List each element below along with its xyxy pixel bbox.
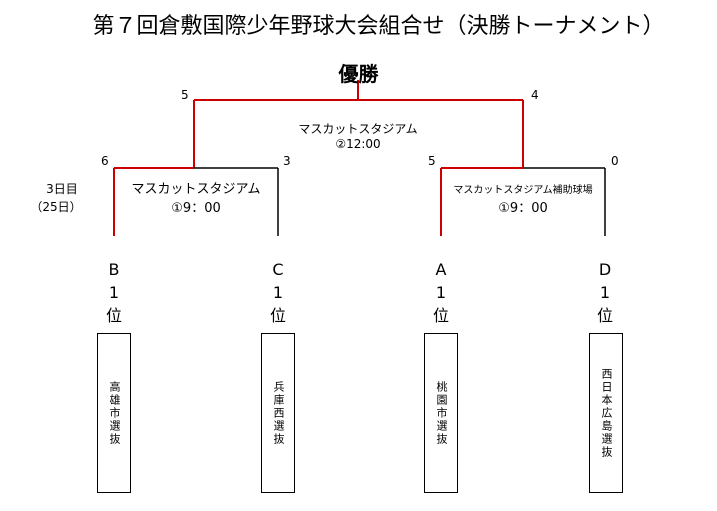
team-name: 西日本広島選抜 — [600, 367, 613, 459]
team-rank-unit: 位 — [596, 306, 613, 325]
team-group: D — [598, 260, 612, 279]
team-name: 高雄市選抜 — [108, 380, 121, 446]
team-name: 桃園市選抜 — [435, 380, 448, 446]
team-box-a: 桃園市選抜 — [424, 333, 458, 493]
team-rank: 1 — [272, 283, 284, 302]
day-date: （25日） — [30, 200, 82, 214]
loser-paths — [194, 167, 606, 236]
champion-label: 優勝 — [338, 62, 379, 86]
team-rank-unit: 位 — [105, 306, 122, 325]
semi-right-venue: マスカットスタジアム補助球場 — [453, 185, 593, 196]
team-name: 兵庫西選抜 — [272, 380, 285, 446]
final-score-left: 5 — [181, 88, 189, 102]
team-position-d: D 1 位 — [585, 258, 625, 327]
team-rank: 1 — [435, 283, 447, 302]
team-box-c: 兵庫西選抜 — [261, 333, 295, 493]
team-rank: 1 — [108, 283, 120, 302]
team-position-b: B 1 位 — [94, 258, 134, 327]
team-rank-unit: 位 — [269, 306, 286, 325]
semi-right-score-left: 5 — [428, 154, 436, 168]
final-time: ②12:00 — [335, 137, 381, 151]
page-title: 第７回倉敷国際少年野球大会組合せ（決勝トーナメント） — [92, 14, 665, 39]
team-rank: 1 — [599, 283, 611, 302]
final-venue: マスカットスタジアム — [298, 122, 418, 136]
semi-right-time: ①9：00 — [498, 201, 548, 216]
team-group: C — [272, 260, 284, 279]
semi-left-time: ①9：00 — [171, 201, 221, 216]
team-box-b: 高雄市選抜 — [97, 333, 131, 493]
semi-left-venue: マスカットスタジアム — [131, 182, 261, 197]
semi-left-score-right: 3 — [283, 154, 291, 168]
semi-left-score-left: 6 — [101, 154, 109, 168]
team-group: B — [108, 260, 120, 279]
team-box-d: 西日本広島選抜 — [589, 333, 623, 493]
final-score-right: 4 — [531, 88, 539, 102]
team-position-c: C 1 位 — [258, 258, 298, 327]
day-label: 3日目 — [46, 182, 78, 196]
winner-paths — [113, 80, 524, 236]
team-rank-unit: 位 — [432, 306, 449, 325]
semi-right-score-right: 0 — [611, 154, 619, 168]
team-group: A — [435, 260, 447, 279]
team-position-a: A 1 位 — [421, 258, 461, 327]
